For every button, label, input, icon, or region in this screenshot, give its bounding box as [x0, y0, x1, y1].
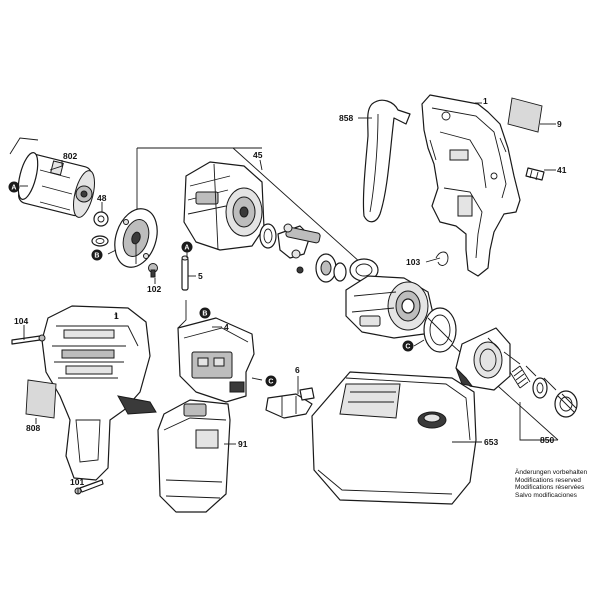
- part-5-pin: [181, 255, 189, 291]
- marker-b-motor: B: [91, 249, 103, 261]
- part-1-tool-housing: [41, 305, 157, 481]
- hammer-rings: [315, 253, 379, 283]
- label-part-1-top: 1: [483, 96, 488, 106]
- modification-notice: Änderungen vorbehalten Modifications res…: [515, 469, 599, 499]
- svg-text:C: C: [405, 344, 410, 351]
- label-part-45: 45: [253, 150, 263, 160]
- label-part-104: 104: [14, 316, 28, 326]
- notice-line-es: Salvo modificaciones: [515, 491, 577, 499]
- motor-flange-plate: [114, 208, 158, 268]
- label-part-41: 41: [557, 165, 567, 175]
- locking-ring: [423, 307, 457, 353]
- washer-ring: [259, 223, 277, 249]
- impact-housing: [345, 275, 435, 339]
- part-9-label-plate: [507, 97, 543, 133]
- label-part-850: 850: [540, 435, 554, 445]
- part-1-housing-half: [421, 94, 521, 277]
- marker-b-switch: B: [199, 307, 211, 319]
- svg-text:A: A: [11, 185, 16, 192]
- part-91-battery: [157, 399, 231, 513]
- part-labels: 1 9 41 858 103 802 48 45 5 102 104 1 4 8…: [14, 96, 567, 487]
- label-part-1-housing: 1: [114, 311, 119, 321]
- svg-text:B: B: [94, 253, 99, 260]
- part-653-charger: [311, 371, 477, 505]
- part-48-ring: [91, 211, 109, 247]
- part-808-label-plate: [25, 379, 57, 419]
- part-45-gear-housing: [183, 161, 265, 251]
- label-part-48: 48: [97, 193, 107, 203]
- label-part-802: 802: [63, 151, 77, 161]
- part-858-strap: [362, 99, 411, 223]
- label-part-91: 91: [238, 439, 248, 449]
- notice-line-de: Änderungen vorbehalten: [515, 469, 588, 476]
- marker-c-ring: C: [402, 340, 414, 352]
- svg-text:B: B: [202, 311, 207, 318]
- marker-a-pin: A: [181, 241, 193, 253]
- notice-line-fr: Modifications réservées: [515, 484, 585, 492]
- label-part-6: 6: [295, 365, 300, 375]
- notice-line-en: Modifications reserved: [515, 476, 581, 484]
- label-part-653: 653: [484, 437, 498, 447]
- nose-cap: [455, 327, 511, 391]
- part-41-clip: [525, 167, 545, 181]
- svg-text:C: C: [268, 379, 273, 386]
- part-4-switch-module: [177, 300, 255, 403]
- label-part-5: 5: [198, 271, 203, 281]
- marker-a-motor: A: [8, 181, 20, 193]
- small-washer: [532, 377, 548, 399]
- label-part-102: 102: [147, 284, 161, 294]
- spindle: [277, 223, 321, 274]
- marker-c-switch: C: [265, 375, 277, 387]
- part-104-screw: [11, 334, 46, 345]
- spring: [509, 365, 531, 389]
- part-102-screw: [148, 263, 158, 278]
- part-802-motor: [9, 137, 95, 218]
- label-part-4: 4: [224, 322, 229, 332]
- label-part-103: 103: [406, 257, 420, 267]
- label-part-9: 9: [557, 119, 562, 129]
- part-103-clip: [435, 251, 449, 266]
- sleeve: [554, 390, 578, 418]
- leader-lines: [20, 102, 557, 494]
- part-6-trigger: [265, 387, 315, 419]
- label-part-101: 101: [70, 477, 84, 487]
- label-part-808: 808: [26, 423, 40, 433]
- connection-markers: A B A B C C: [8, 181, 414, 387]
- svg-text:A: A: [184, 245, 189, 252]
- label-part-858: 858: [339, 113, 353, 123]
